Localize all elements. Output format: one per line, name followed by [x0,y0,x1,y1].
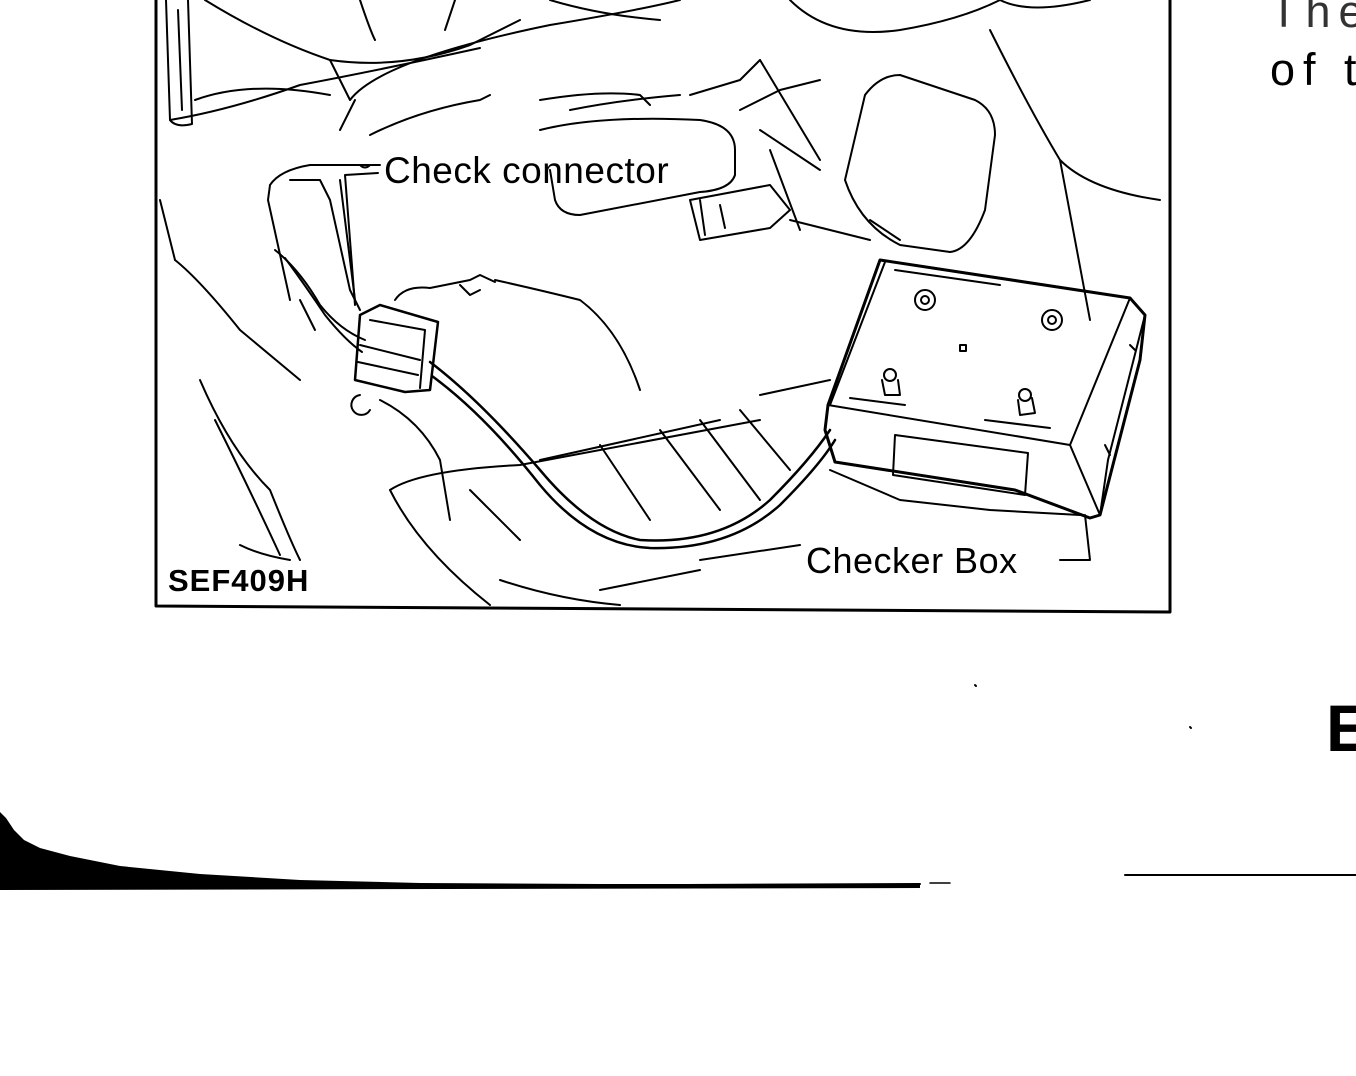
body-text-line-2: of t [1270,44,1356,95]
check-connector-leader [344,172,379,306]
figure-frame-border [154,0,1172,614]
figure-code: SEF409H [168,563,310,599]
section-heading: E [1326,691,1356,765]
check-connector-label: Check connector [384,150,670,191]
body-text-line-1: The [1270,0,1356,37]
checker-box-leader [1059,514,1091,561]
signal-waveform [0,812,920,890]
checker-box-label: Checker Box [806,540,1018,582]
checker-box-outline [823,258,1147,520]
